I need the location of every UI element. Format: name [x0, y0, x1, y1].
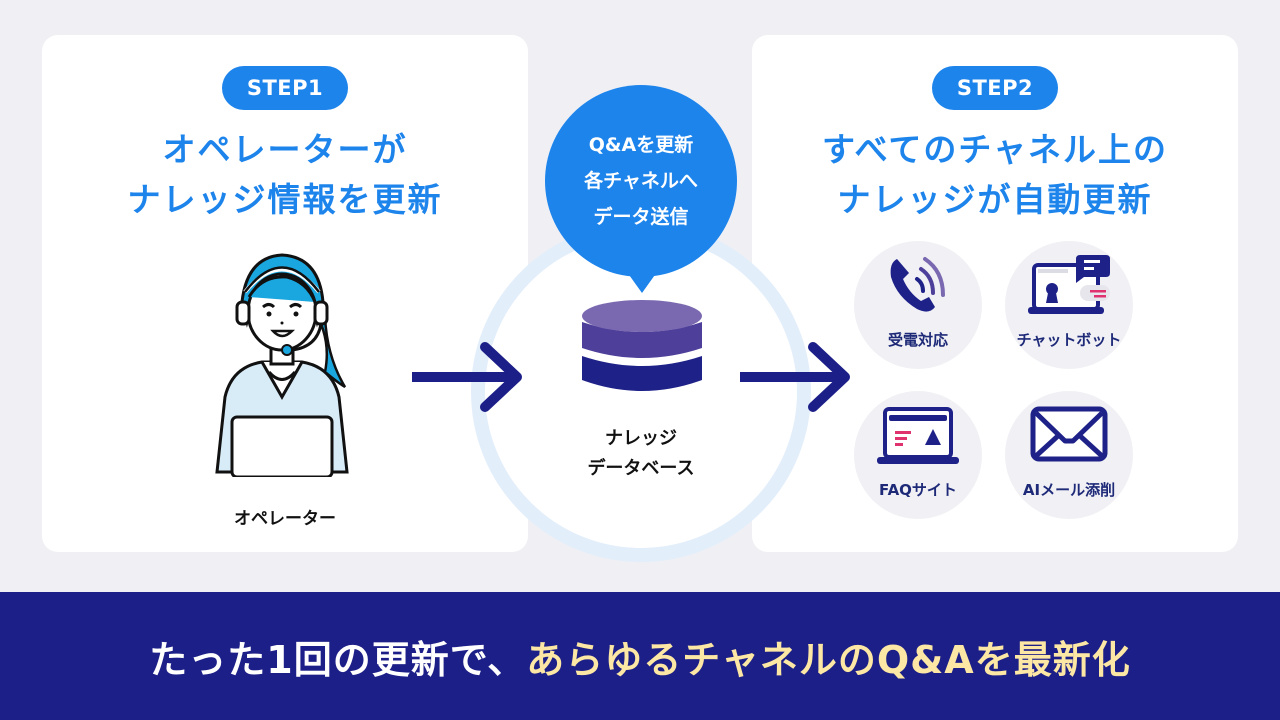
channel-ai-mail: AIメール添削: [1005, 391, 1133, 519]
faq-site-icon: [877, 407, 959, 464]
phone-icon: [890, 257, 945, 312]
chatbot-icon: [1028, 255, 1110, 314]
bubble-line1: Q&Aを更新: [588, 134, 694, 156]
channel-faq-site: FAQサイト: [854, 391, 982, 519]
bubble-line3: データ送信: [593, 206, 689, 228]
database-icon: [582, 300, 702, 391]
step2-title: すべてのチャネル上の ナレッジが自動更新: [752, 125, 1238, 225]
arrow-right-icon: [412, 342, 522, 412]
step1-title: オペレーターが ナレッジ情報を更新: [42, 125, 528, 225]
step1-badge: STEP1: [222, 66, 348, 110]
channel-phone: 受電対応: [854, 241, 982, 369]
banner-highlight-text: あらゆるチャネルのQ&Aを最新化: [526, 637, 1131, 682]
channel-faq-site-label: FAQサイト: [879, 481, 957, 499]
update-bubble: Q&Aを更新 各チャネルへ データ送信: [545, 85, 737, 277]
step1-title-line1: オペレーターが: [162, 130, 408, 169]
channel-ai-mail-label: AIメール添削: [1022, 481, 1116, 499]
mail-icon: [1030, 406, 1108, 462]
arrow-right-icon: [740, 342, 850, 412]
channel-chatbot: チャットボット: [1005, 241, 1133, 369]
summary-banner: たった1回の更新で、あらゆるチャネルのQ&Aを最新化: [0, 592, 1280, 720]
step2-title-line1: すべてのチャネル上の: [821, 130, 1169, 169]
banner-text: たった1回の更新で、: [149, 637, 527, 682]
operator-label: オペレーター: [234, 509, 336, 529]
step2-badge: STEP2: [932, 66, 1058, 110]
bubble-line2: 各チャネルへ: [584, 170, 698, 192]
step2-card: STEP2 すべてのチャネル上の ナレッジが自動更新: [752, 35, 1238, 552]
database-label: ナレッジ データベース: [541, 424, 741, 484]
step1-card: STEP1 オペレーターが ナレッジ情報を更新: [42, 35, 528, 552]
step1-title-line2: ナレッジ情報を更新: [127, 180, 443, 219]
channel-phone-label: 受電対応: [887, 331, 948, 349]
operator-illustration-icon: [215, 253, 349, 477]
step2-title-line2: ナレッジが自動更新: [837, 180, 1153, 219]
database-label-line2: データベース: [587, 458, 695, 479]
bubble-tail: [622, 265, 662, 293]
channel-chatbot-label: チャットボット: [1016, 331, 1122, 349]
database-label-line1: ナレッジ: [605, 428, 677, 449]
